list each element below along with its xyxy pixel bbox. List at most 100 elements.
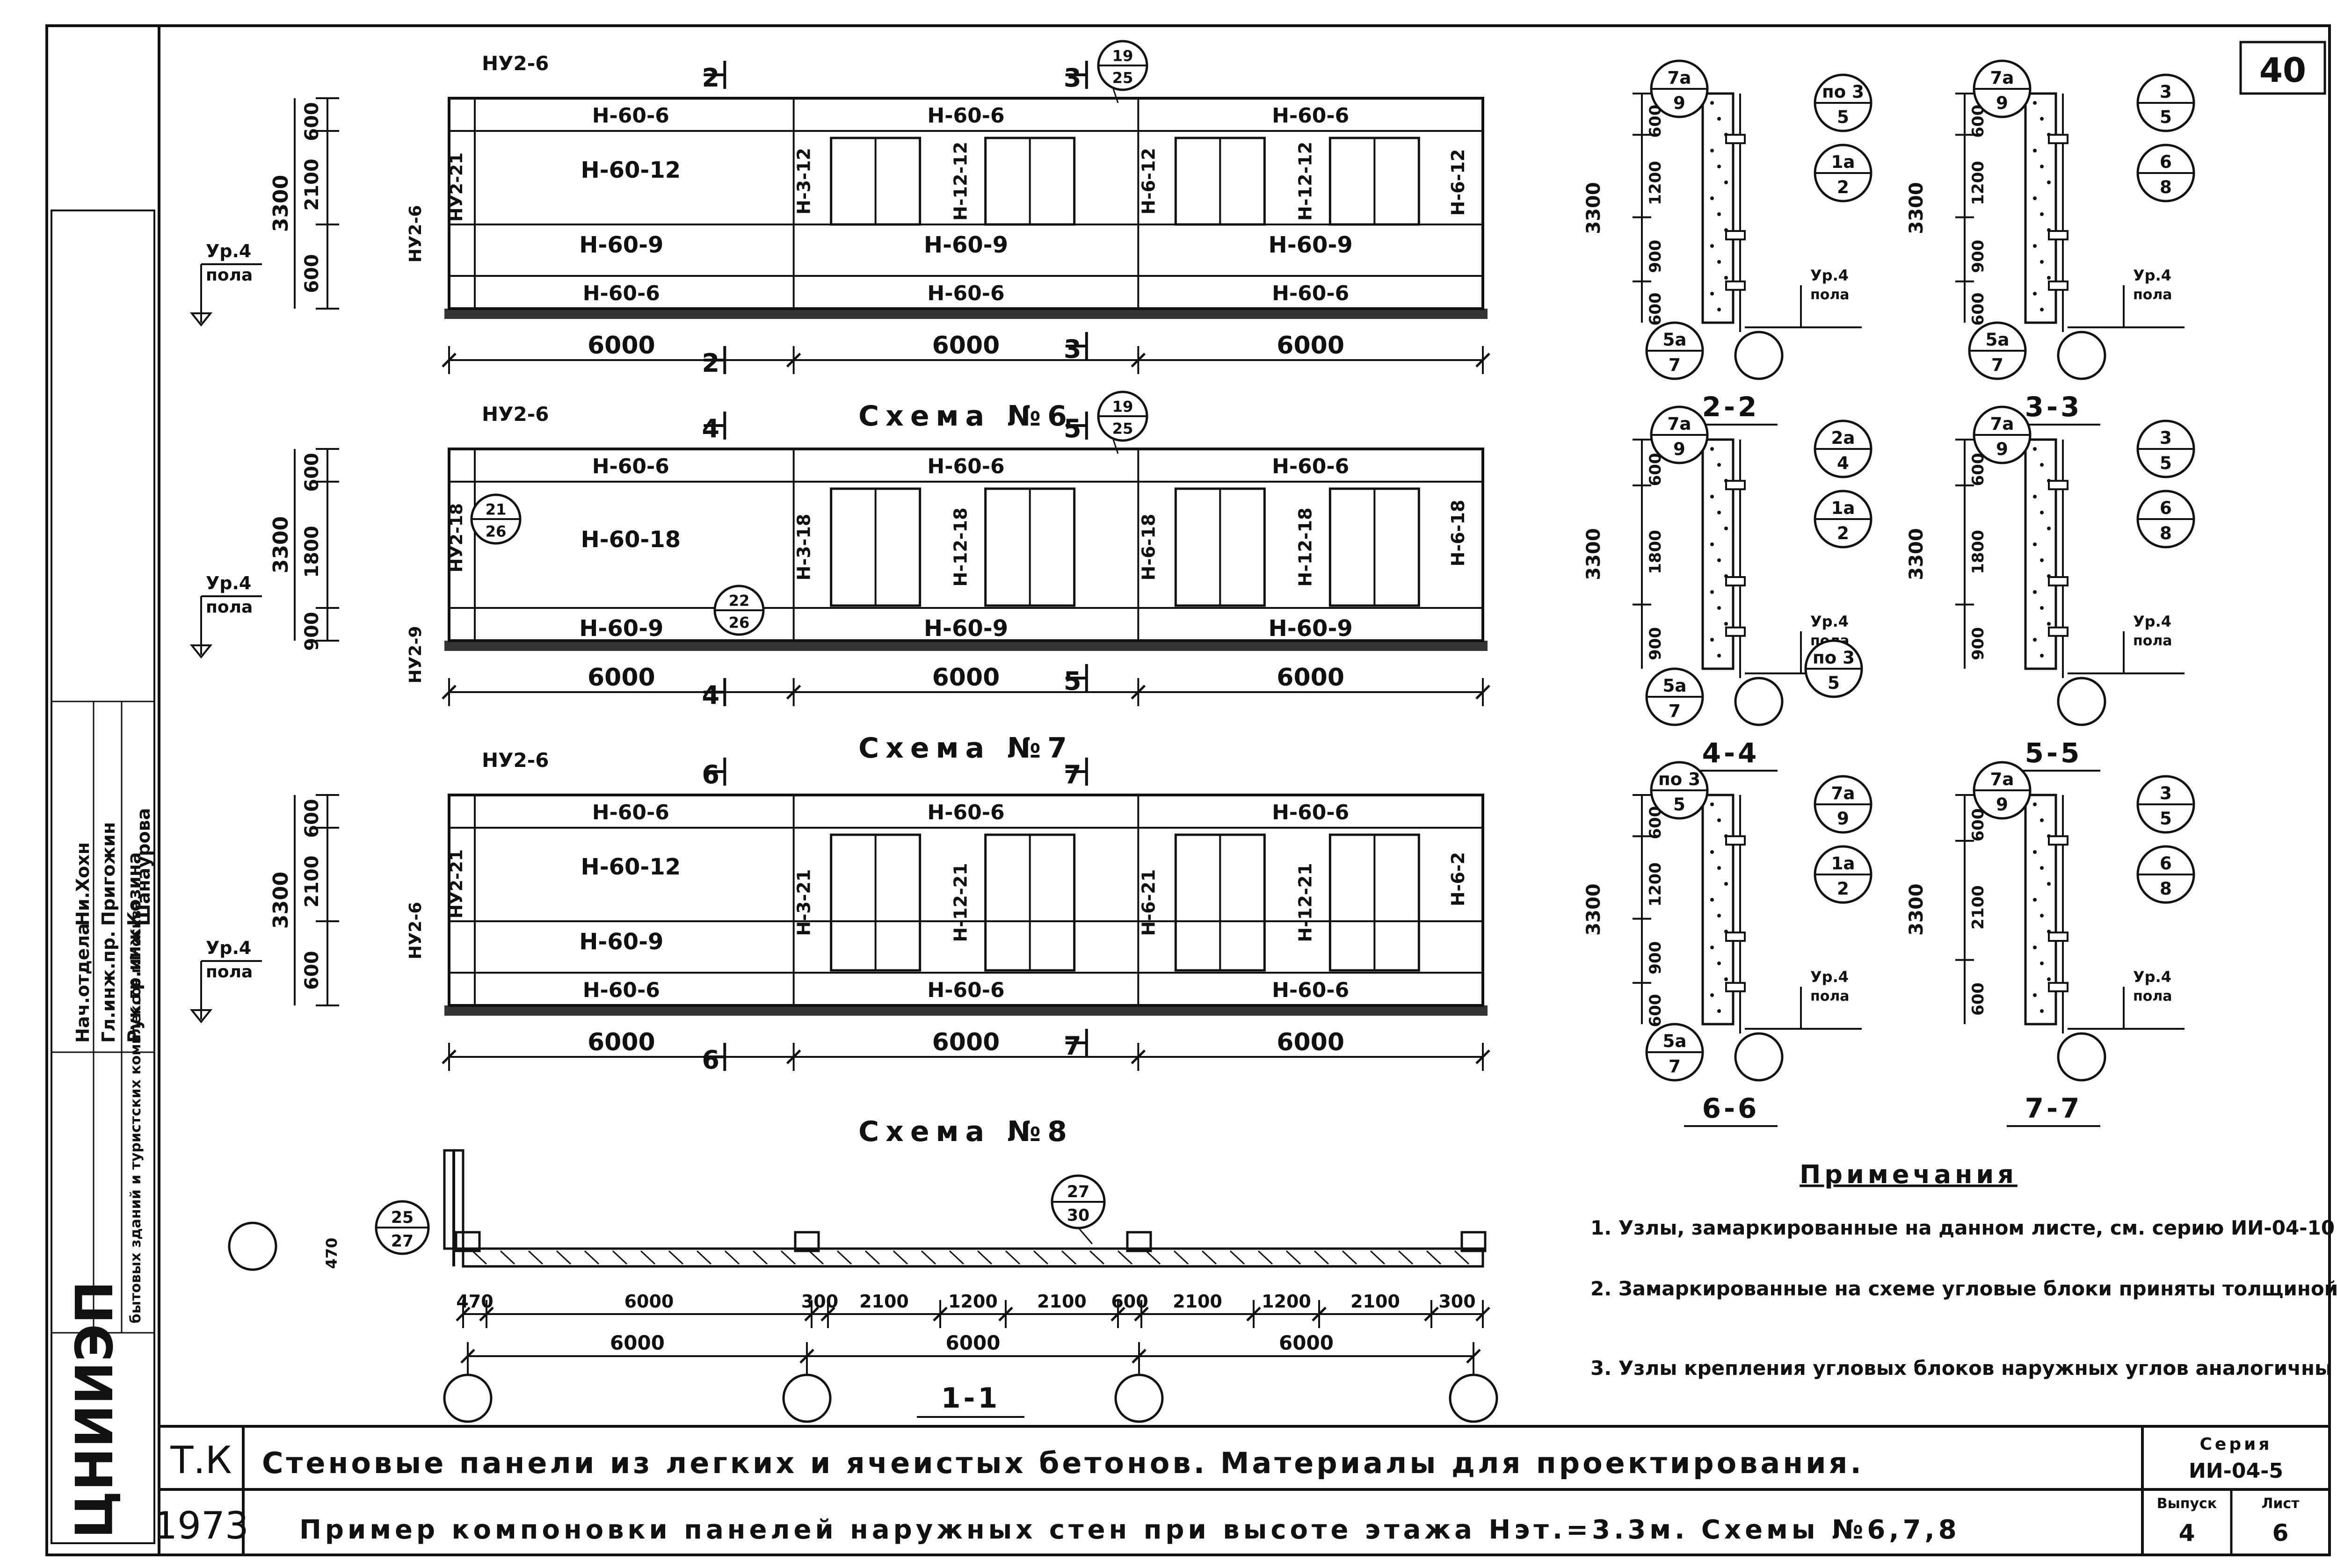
joint-mark	[2048, 835, 2068, 846]
end-pier-label: Н-6-12	[1448, 149, 1468, 216]
stamp-org: ЦНИИЭП	[65, 1281, 124, 1539]
node-marker: 5а7	[1645, 321, 1704, 380]
wall-hatch-dot	[1717, 606, 1721, 610]
node-marker: по 35	[1814, 73, 1873, 132]
plan-hatch	[724, 1250, 740, 1265]
node-bottom-label: 5	[2160, 808, 2172, 829]
notes-block: Примечания 1. Узлы, замаркированные на д…	[1590, 1160, 2337, 1380]
dimension-slash	[1110, 1307, 1125, 1322]
node-top-label: 19	[1112, 47, 1133, 65]
wall-hatch-dot	[2040, 961, 2044, 965]
level-triangle	[189, 1009, 213, 1024]
vertical-dim-label: 2100	[301, 159, 323, 210]
node-marker: 68	[2136, 144, 2195, 202]
plan-small-dim: 470	[323, 1238, 341, 1269]
panel-label-mid: Н-60-18	[581, 527, 681, 553]
tb-sheet-label: Лист	[2261, 1496, 2300, 1512]
total-height-label: 3300	[269, 516, 293, 573]
node-bottom-label: 5	[2160, 453, 2172, 473]
joint-mark	[2048, 576, 2068, 586]
wall-hatch-dot	[2033, 802, 2037, 806]
wall-hatch-dot	[1717, 165, 1721, 168]
section-dim-label: 600	[1969, 809, 1988, 842]
section-label: 5-5	[2025, 737, 2083, 769]
corner-top-label: НУ2-6	[482, 403, 549, 426]
wall-hatch-dot	[1724, 977, 1728, 981]
plan-hatch	[949, 1250, 965, 1265]
wall-hatch-dot	[2047, 181, 2051, 184]
scheme-title: Схема №7	[858, 732, 1074, 765]
dimension-slash	[1475, 1307, 1490, 1322]
wall-hatch-dot	[1710, 149, 1714, 152]
cut-mark: 7	[1064, 1029, 1088, 1061]
node-top-label: 7а	[1668, 67, 1691, 88]
section-dim-label: 600	[1969, 453, 1988, 486]
node-bottom-label: 9	[1673, 93, 1685, 113]
axis-circle	[2057, 331, 2106, 380]
section-total-label: 3300	[1906, 182, 1927, 234]
dimension-slash	[998, 1307, 1013, 1322]
node-top-label: 2а	[1831, 427, 1855, 448]
dimension-label: 1200	[1262, 1291, 1311, 1312]
wall-hatch-dot	[2040, 511, 2044, 514]
level-label: Ур.4	[206, 241, 251, 261]
plan-axis-circle	[1449, 1373, 1498, 1423]
node-marker: 1а2	[1814, 845, 1873, 904]
wall-hatch-dot	[2047, 977, 2051, 981]
wall-hatch-dot	[1710, 946, 1714, 949]
node-marker: по 35	[1804, 639, 1863, 698]
cut-label: 4	[702, 414, 720, 443]
dimension-slash	[786, 685, 801, 700]
dimension-label: 300	[801, 1291, 838, 1312]
vertical-dim-label: 1800	[301, 526, 323, 578]
node-top-label: 5а	[1986, 329, 2010, 350]
total-height-label: 3300	[269, 872, 293, 929]
dimension-slash	[1475, 685, 1490, 700]
section-dim-label: 1200	[1969, 161, 1988, 205]
node-bottom-label: 25	[1112, 419, 1133, 437]
plan-hatch	[752, 1250, 768, 1265]
node-marker: 35	[2136, 419, 2195, 478]
plan-hatch	[1257, 1250, 1273, 1265]
plan-column-block	[1460, 1231, 1487, 1252]
wall-hatch-dot	[1710, 244, 1714, 248]
node-bottom-label: 25	[1112, 69, 1133, 87]
dimension-label: 2100	[1350, 1291, 1400, 1312]
wall-hatch-dot	[2033, 638, 2037, 642]
section-total-label: 3300	[1583, 528, 1604, 580]
dimension-slash	[799, 1349, 814, 1364]
corner-panel-label: НУ2-21	[447, 152, 466, 222]
dimension-label: 6000	[610, 1331, 665, 1354]
stamp-org-full: бытовых зданий и туристских комплексов г…	[128, 901, 144, 1323]
node-bottom-label: 9	[1837, 808, 1849, 829]
dimension-slash	[1424, 1307, 1439, 1322]
section-dim-label: 900	[1969, 240, 1988, 273]
node-top-label: 3	[2160, 427, 2172, 448]
cut-label: 7	[1064, 760, 1081, 789]
wall-hatch-dot	[1710, 447, 1714, 451]
wall-hatch-dot	[1717, 511, 1721, 514]
joint-mark	[1725, 932, 1746, 942]
node-marker: по 35	[1650, 761, 1709, 820]
stamp-role-1: Нач.отдела	[73, 923, 93, 1043]
node-top-label: 6	[2160, 498, 2172, 518]
panel-label-bot: Н-60-6	[927, 282, 1004, 305]
plan-hatch	[1285, 1250, 1301, 1265]
section-floor-label: пола	[2133, 988, 2172, 1004]
cut-label: 7	[1064, 1031, 1081, 1061]
section-label: 4-4	[1702, 737, 1760, 769]
side-stamp: Нач.отдела Гл.инж.пр. Рук.гр.инж. Ни.Хох…	[51, 210, 155, 1544]
stamp-role-2: Гл.инж.пр.	[98, 931, 119, 1043]
tb-year: 1973	[153, 1504, 249, 1547]
cut-label: 6	[702, 760, 720, 789]
node-bottom-label: 7	[1669, 354, 1681, 375]
cut-label: 4	[702, 680, 720, 710]
cut-label: 2	[702, 348, 720, 378]
node-bottom-label: 9	[1996, 794, 2008, 815]
node-top-label: 7а	[1990, 413, 2014, 434]
end-pier-label: Н-6-2	[1448, 852, 1468, 906]
scheme-title: Схема №6	[858, 400, 1074, 433]
